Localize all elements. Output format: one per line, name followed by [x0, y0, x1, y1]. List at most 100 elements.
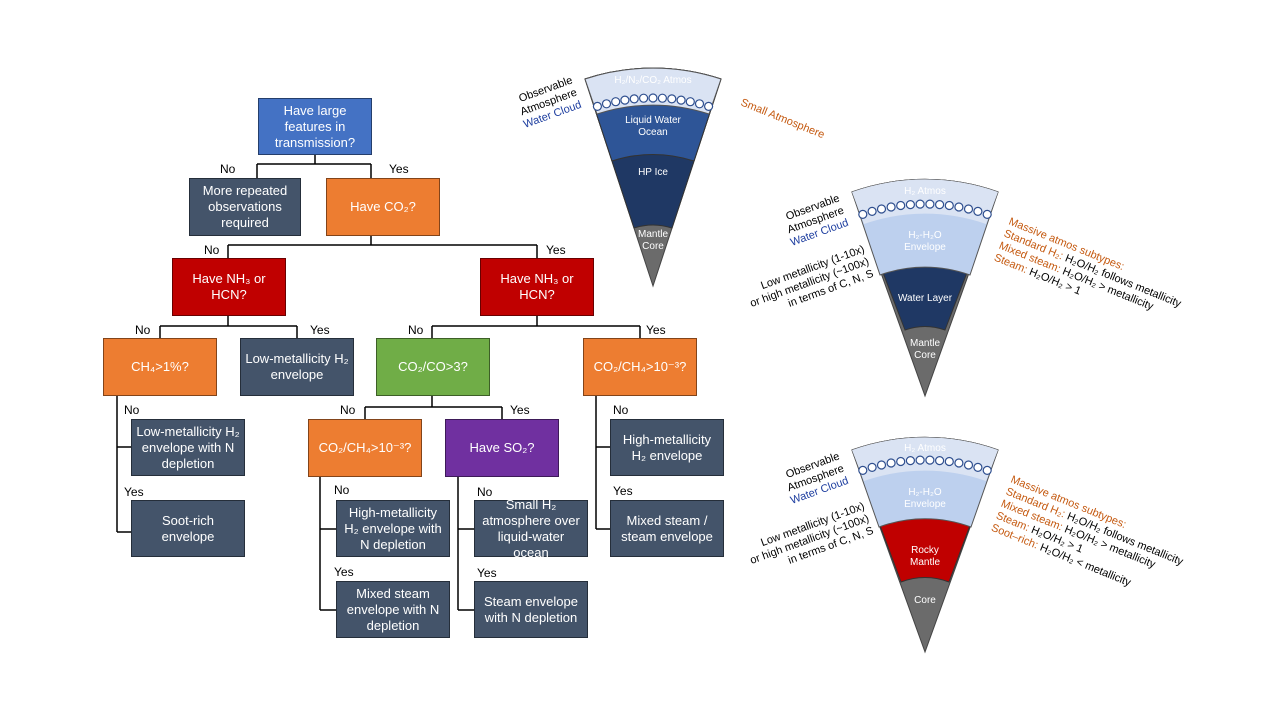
node-label: Have large features in transmission?: [274, 102, 356, 150]
cloud-circle: [886, 202, 896, 212]
cloud-circle: [676, 95, 686, 105]
wedge-water-cloud-circles: [858, 199, 992, 219]
wedge-small-core-label-1: Mantle: [638, 229, 668, 240]
cloud-circle: [657, 93, 668, 103]
label-yes: Yes: [389, 162, 409, 176]
cloud-circle: [694, 99, 705, 109]
node-co2-ch4-right: CO₂/CH₄>10⁻³?: [583, 338, 697, 396]
label-no: No: [477, 485, 493, 499]
label-no: No: [135, 323, 151, 337]
label-no: No: [408, 323, 424, 337]
cloud-circle: [905, 200, 916, 210]
node-label: Have NH₃ or HCN?: [500, 271, 574, 302]
label-yes: Yes: [124, 485, 144, 499]
node-mixed-steam: Mixed steam / steam envelope: [610, 500, 724, 557]
wedge-small-ocean-label-1: Liquid Water: [625, 115, 681, 126]
wedge-small-ice-label: HP Ice: [638, 167, 668, 178]
node-label: Mixed steam / steam envelope: [621, 512, 713, 544]
cloud-circle: [592, 101, 603, 112]
label-yes: Yes: [613, 484, 633, 498]
wedge-rocky-atmos: [852, 437, 998, 481]
node-label: CO₂/CH₄>10⁻³?: [318, 440, 412, 455]
node-have-so2: Have SO₂?: [445, 419, 559, 477]
node-label: Mixed steam envelope with N depletion: [346, 585, 440, 633]
label-yes: Yes: [510, 403, 530, 417]
node-label: Have NH₃ or HCN?: [192, 271, 266, 302]
cloud-circle: [925, 455, 935, 465]
wedge-rocky-subtypes: Massive atmos subtypes: Standard H₂: H₂O…: [989, 474, 1192, 606]
node-label: Low-metallicity H₂ envelope with N deple…: [136, 423, 240, 471]
cloud-circle: [944, 456, 954, 467]
label-yes: Yes: [646, 323, 666, 337]
wedge-water-layer-label: Water Layer: [898, 293, 953, 304]
cloud-circle: [944, 200, 954, 211]
wedge-water-atmos: [852, 179, 998, 224]
node-label: Soot-rich envelope: [161, 512, 215, 544]
node-low-met-n-depletion: Low-metallicity H₂ envelope with N deple…: [131, 419, 245, 476]
node-mixed-steam-n: Mixed steam envelope with N depletion: [336, 581, 450, 638]
cloud-circle: [858, 209, 868, 219]
wedge-small-ocean-label-2: Ocean: [638, 127, 667, 138]
cloud-circle: [648, 93, 658, 103]
node-label: High-metallicity H₂ envelope with N depl…: [344, 504, 442, 552]
wedge-water-core-label-1: Mantle: [910, 338, 940, 349]
cloud-circle: [934, 456, 945, 466]
cloud-circle: [982, 209, 992, 219]
label-no: No: [220, 162, 236, 176]
cloud-circle: [629, 94, 639, 104]
cloud-circle: [611, 97, 621, 107]
wedge-small-atmos-label: H₂/N₂/CO₂ Atmos: [614, 75, 691, 86]
label-no: No: [124, 403, 140, 417]
cloud-circle: [925, 199, 935, 209]
label-no: No: [613, 403, 629, 417]
node-label: CO₂/CO>3?: [398, 359, 468, 374]
wedge-rocky-envelope-label-2: Envelope: [904, 499, 946, 510]
cloud-circle: [905, 456, 916, 466]
wedge-water-envelope-label-2: Envelope: [904, 242, 946, 253]
cloud-circle: [915, 199, 925, 209]
cloud-circle: [703, 101, 714, 112]
node-label: Have SO₂?: [469, 440, 535, 455]
cloud-circle: [867, 206, 877, 216]
wedge-small-cloud-circles: [592, 93, 714, 112]
cloud-circle: [982, 465, 992, 475]
cloud-circle: [915, 455, 925, 465]
node-soot-rich: Soot-rich envelope: [131, 500, 245, 557]
wedge-rocky-metallicity: Low metallicity (1-10x)or high metallici…: [744, 500, 875, 579]
node-label: Steam envelope with N depletion: [484, 593, 578, 625]
cloud-circle: [954, 202, 964, 212]
node-steam-n: Steam envelope with N depletion: [474, 581, 588, 638]
node-label: High-metallicity H₂ envelope: [622, 431, 712, 463]
node-have-nh3-right: Have NH₃ or HCN?: [480, 258, 594, 316]
node-small-h2-ocean: Small H₂ atmosphere over liquid-water oc…: [474, 497, 588, 560]
cloud-circle: [963, 460, 974, 470]
cloud-circle: [876, 460, 887, 470]
cloud-circle: [963, 204, 974, 214]
label-yes: Yes: [546, 243, 566, 257]
node-co2-co-gt-3: CO₂/CO>3?: [376, 338, 490, 396]
cloud-circle: [934, 200, 945, 210]
wedge-rocky-mantle-label-2: Mantle: [910, 557, 940, 568]
node-ch4-gt-1: CH₄>1%?: [103, 338, 217, 396]
label-yes: Yes: [310, 323, 330, 337]
cloud-circle: [867, 462, 877, 472]
node-co2-ch4-mid: CO₂/CH₄>10⁻³?: [308, 419, 422, 477]
node-label: Low-metallicity H₂ envelope: [245, 351, 349, 382]
label-yes: Yes: [477, 566, 497, 580]
node-label: CH₄>1%?: [131, 359, 189, 374]
cloud-circle: [896, 200, 906, 211]
wedge-rocky-envelope-label-1: H₂-H₂O: [908, 487, 942, 498]
cloud-circle: [667, 94, 677, 104]
cloud-circle: [876, 204, 887, 214]
label-no: No: [204, 243, 220, 257]
wedge-rocky-observable: ObservableAtmosphere: [781, 450, 845, 494]
wedge-rocky-atmos-label: H₂ Atmos: [904, 443, 946, 454]
wedge-rocky-core-label: Core: [914, 595, 936, 606]
node-high-met-h2: High-metallicity H₂ envelope: [610, 419, 724, 476]
wedge-water-atmos-label: H₂ Atmos: [904, 186, 946, 197]
